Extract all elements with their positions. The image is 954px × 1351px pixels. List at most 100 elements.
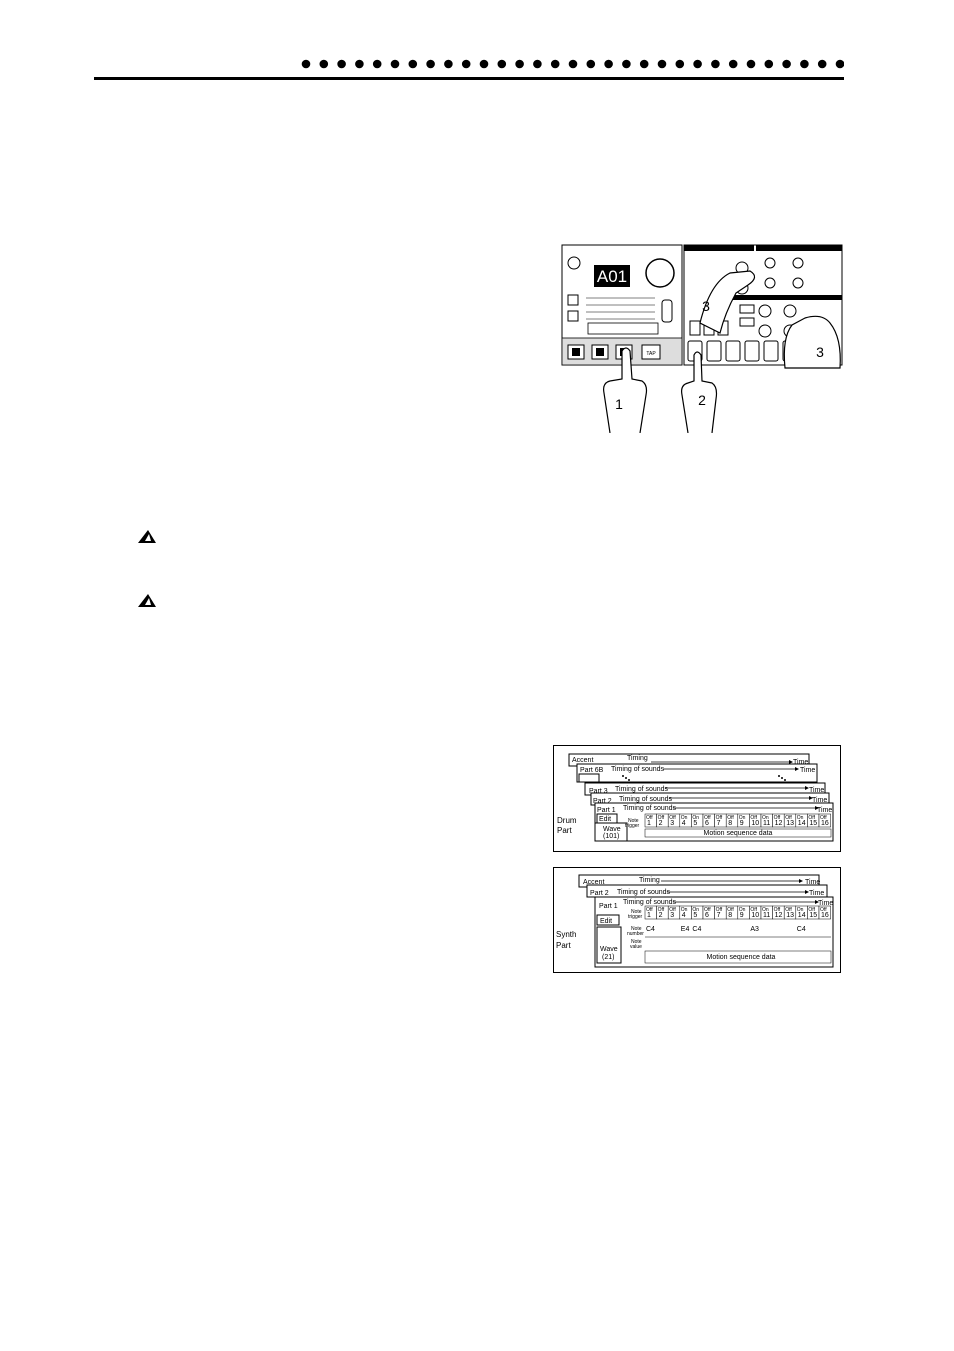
drum-step-state: On: [797, 815, 804, 821]
drum-step-number: 13: [786, 820, 794, 827]
drum-step-state: Off: [716, 815, 723, 821]
drum-layer-part2: Part 2: [593, 798, 612, 805]
header-dot-row: [300, 58, 844, 70]
synth-step-number: 1: [647, 912, 651, 919]
synth-step-number: 3: [670, 912, 674, 919]
header-dot: [657, 59, 667, 69]
synth-part-diagram: Accent Timing Time Part 2 Timing of soun…: [553, 867, 841, 973]
synth-step-number: 12: [775, 912, 783, 919]
step-pad: [744, 340, 760, 362]
drum-edit-label: Edit: [599, 816, 611, 823]
synth-wave-number: (21): [602, 954, 614, 961]
drum-step-state: Off: [808, 815, 815, 821]
synth-step-number: 7: [717, 912, 721, 919]
header-dot: [515, 59, 524, 69]
synth-step-number: 16: [821, 912, 829, 919]
drum-motion-label: Motion sequence data: [704, 830, 773, 837]
synth-step-state: On: [797, 907, 804, 913]
synth-motion-label: Motion sequence data: [707, 954, 776, 961]
header-dot: [533, 59, 542, 69]
header-dot: [693, 59, 702, 69]
callout-2: 2: [698, 392, 706, 408]
header-dot: [800, 59, 809, 69]
header-dot: [782, 59, 791, 69]
drum-step-state: On: [739, 815, 746, 821]
drum-step-number: 7: [717, 820, 721, 827]
synth-layer-part1-end: Time: [818, 900, 833, 907]
synth-layer-accent-end: Time: [805, 879, 820, 886]
header-dot: [746, 59, 756, 69]
drum-layer-part6b: Part 6B: [580, 767, 604, 774]
synth-step-number: 8: [728, 912, 732, 919]
drum-wave-label: Wave: [603, 826, 621, 833]
drum-layer-part6b-caption: Timing of sounds: [611, 766, 665, 773]
synth-note-number: C4: [646, 926, 655, 933]
header-dot: [461, 59, 471, 69]
synth-trigger-label-1: Note: [631, 909, 642, 915]
header-dot: [586, 59, 596, 69]
drum-layer-part1: Part 1: [597, 807, 616, 814]
drum-layer-part3: Part 3: [589, 788, 608, 795]
synth-side-label-1: Synth: [556, 930, 576, 939]
synth-step-state: Off: [658, 907, 665, 913]
drum-layer-part2-end: Time: [812, 797, 827, 804]
synth-step-state: On: [739, 907, 746, 913]
header-dot: [568, 59, 578, 69]
header-dot: [426, 59, 435, 69]
synth-step-number: 9: [740, 912, 744, 919]
header-dot: [408, 59, 418, 69]
drum-step-number: 1: [647, 820, 651, 827]
header-dot: [319, 59, 329, 69]
synth-trigger-label-2: trigger: [628, 914, 643, 920]
header-dot: [550, 59, 560, 69]
drum-step-state: Off: [727, 815, 734, 821]
synth-note-number: E4: [681, 926, 690, 933]
drum-step-state: Off: [646, 815, 653, 821]
synth-number-label-2: number: [627, 931, 644, 937]
synth-note-number: A3: [750, 926, 759, 933]
header-dot: [444, 59, 453, 69]
drum-layer-part3-caption: Timing of sounds: [615, 786, 669, 793]
drum-step-state: Off: [658, 815, 665, 821]
header-dot: [337, 59, 346, 69]
drum-layer-part6b-end: Time: [800, 767, 815, 774]
synth-step-state: Off: [808, 907, 815, 913]
header-dot: [390, 59, 400, 69]
caution-icon: [136, 592, 158, 608]
synth-wave-label: Wave: [600, 946, 618, 953]
synth-value-label-1: Note: [631, 939, 642, 945]
callout-3-lower: 3: [816, 344, 824, 360]
synth-step-state: Off: [704, 907, 711, 913]
synth-note-number: C4: [692, 926, 701, 933]
drum-side-label-1: Drum: [557, 816, 577, 825]
synth-step-state: Off: [716, 907, 723, 913]
synth-step-number: 10: [751, 912, 759, 919]
header-dot: [604, 59, 613, 69]
synth-step-number: 13: [786, 912, 794, 919]
drum-layer-accent: Accent: [572, 757, 593, 764]
synth-note-number: C4: [797, 926, 806, 933]
drum-step-number: 12: [775, 820, 783, 827]
header-dot: [764, 59, 774, 69]
drum-step-state: Off: [785, 815, 792, 821]
drum-layer-part2-caption: Timing of sounds: [619, 796, 673, 803]
header-dot: [301, 59, 311, 69]
drum-row-label-2: trigger: [625, 823, 640, 829]
synth-value-label-2: value: [630, 944, 642, 950]
drum-side-label-2: Part: [557, 826, 572, 835]
drum-wave-number: (101): [603, 833, 619, 840]
drum-step-cell: [818, 813, 831, 828]
drum-step-number: 2: [659, 820, 663, 827]
callout-1: 1: [615, 396, 623, 412]
drum-layer-part1-caption: Timing of sounds: [623, 805, 677, 812]
drum-step-state: Off: [820, 815, 827, 821]
caution-icon: [136, 528, 158, 544]
drum-step-number: 6: [705, 820, 709, 827]
header-dot: [355, 59, 364, 69]
drum-step-state: On: [681, 815, 688, 821]
synth-step-number: 15: [809, 912, 817, 919]
header-dot: [639, 59, 649, 69]
synth-layer-part2: Part 2: [590, 890, 609, 897]
callout-3-upper: 3: [702, 298, 710, 314]
device-illustration: A01 TAP: [560, 243, 845, 434]
